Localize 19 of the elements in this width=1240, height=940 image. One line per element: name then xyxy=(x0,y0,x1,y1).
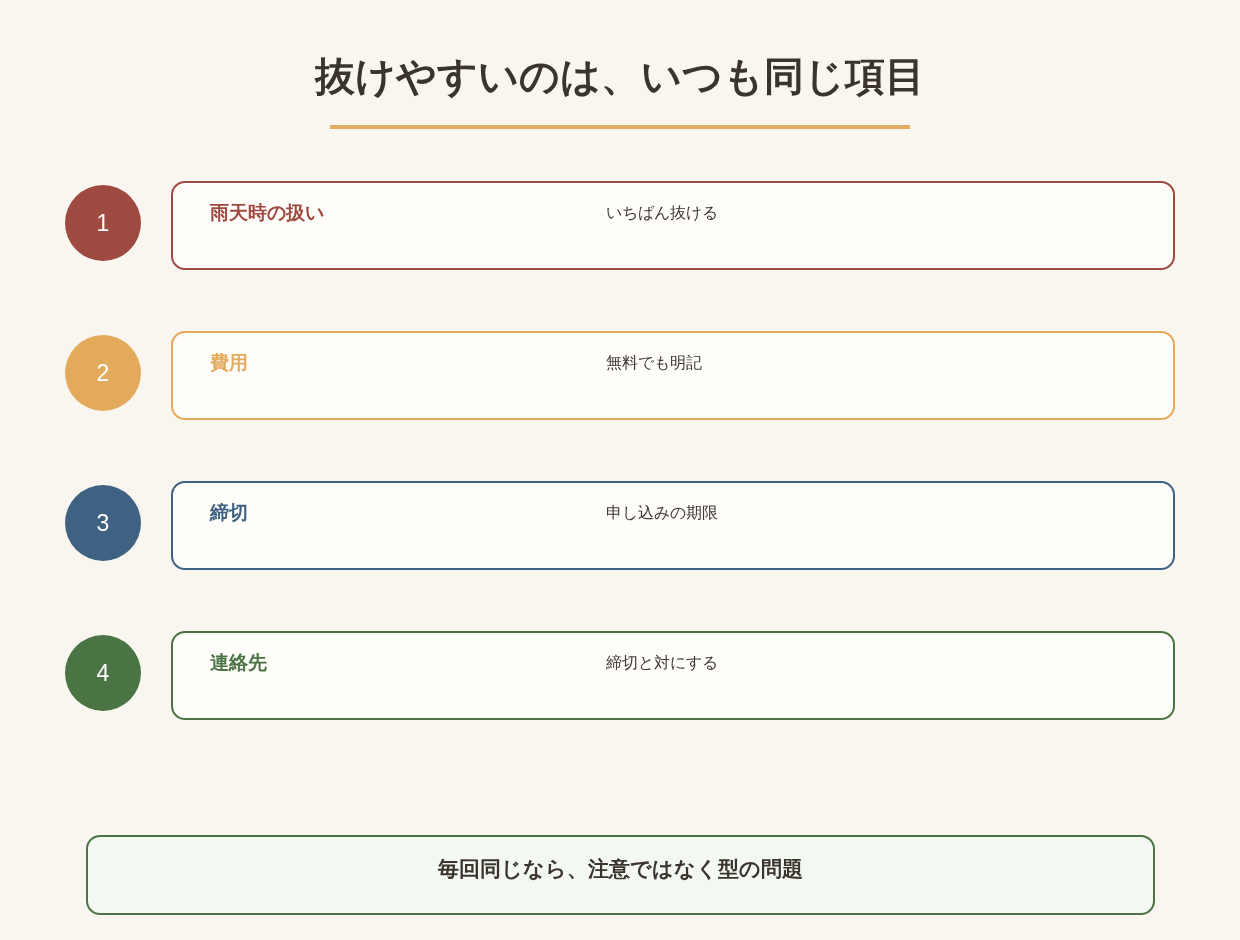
number-circle: 4 xyxy=(65,635,141,711)
item-note: 申し込みの期限 xyxy=(606,503,718,523)
number-circle: 2 xyxy=(65,335,141,411)
summary-text: 毎回同じなら、注意ではなく型の問題 xyxy=(438,856,803,883)
item-card xyxy=(171,181,1175,270)
item-heading: 雨天時の扱い xyxy=(210,201,324,225)
item-note: いちばん抜ける xyxy=(606,203,718,223)
item-heading: 連絡先 xyxy=(210,651,267,675)
item-card xyxy=(171,481,1175,570)
item-heading: 費用 xyxy=(210,351,248,375)
item-note: 無料でも明記 xyxy=(606,353,702,373)
title: 抜けやすいのは、いつも同じ項目 xyxy=(315,53,925,100)
summary-box xyxy=(86,835,1155,915)
item-heading: 締切 xyxy=(210,501,248,525)
number-circle: 1 xyxy=(65,185,141,261)
number-circle: 3 xyxy=(65,485,141,561)
item-card xyxy=(171,331,1175,420)
item-card xyxy=(171,631,1175,720)
item-note: 締切と対にする xyxy=(606,653,718,673)
